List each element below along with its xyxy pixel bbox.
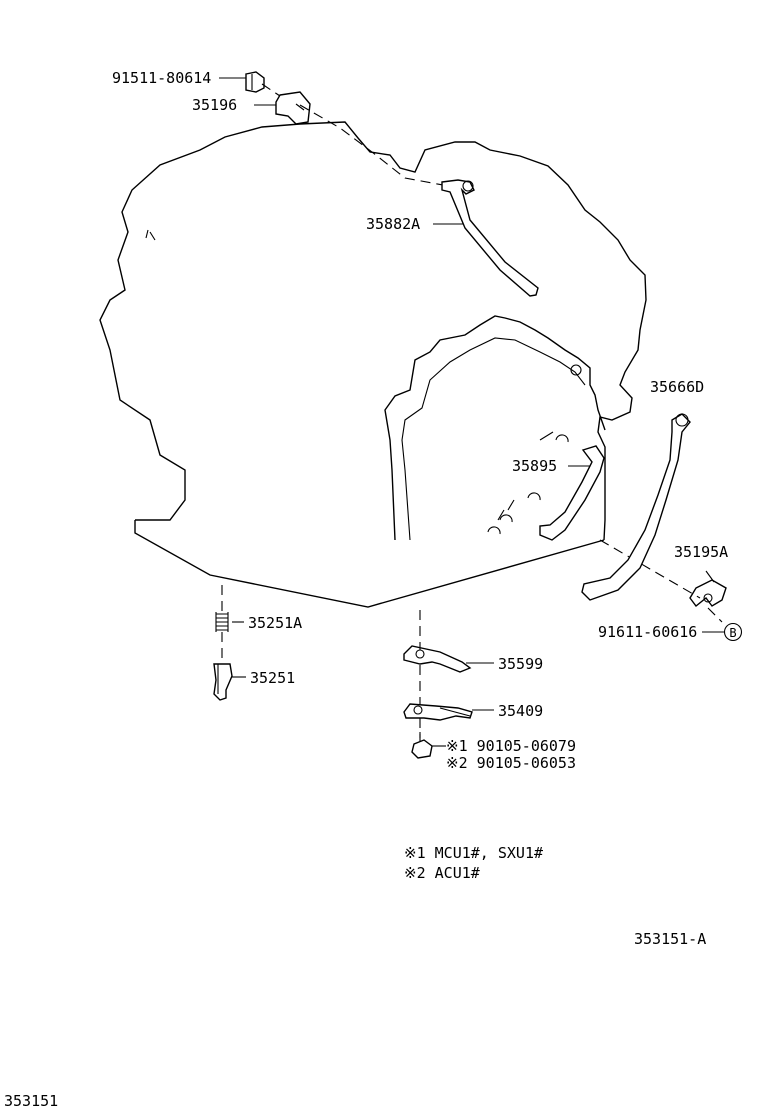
bracket-35196 — [275, 91, 311, 125]
callout-35251: 35251 — [250, 669, 295, 687]
pipe-35895 — [539, 445, 605, 541]
callout-91511-80614: 91511-80614 — [112, 69, 211, 87]
callout-35599: 35599 — [498, 655, 543, 673]
bolt-90105 — [411, 732, 433, 759]
transmission-case-outline — [99, 121, 647, 608]
callout-35882A: 35882A — [366, 215, 420, 233]
callout-35409: 35409 — [498, 702, 543, 720]
callout-35251A: 35251A — [248, 614, 302, 632]
note-2: ※2 ACU1# — [404, 864, 480, 882]
valve-35251 — [213, 663, 233, 701]
callout-91611-60616: 91611-60616 — [598, 623, 697, 641]
callout-bolt-1: ※1 90105-06079 — [446, 737, 576, 755]
circle-b-marker — [723, 622, 743, 642]
plate-35599 — [403, 645, 472, 673]
label-leaders — [219, 77, 724, 747]
callout-35666D: 35666D — [650, 378, 704, 396]
note-1: ※1 MCU1#, SXU1# — [404, 844, 543, 862]
pipe-35666D — [581, 413, 691, 601]
plate-35409 — [403, 703, 473, 721]
pipe-35882A — [441, 179, 539, 297]
callout-35895: 35895 — [512, 457, 557, 475]
figure-code: 353151-A — [634, 930, 706, 948]
spring-35251A — [215, 612, 229, 632]
callout-35195A: 35195A — [674, 543, 728, 561]
clamp-35195A — [689, 579, 727, 607]
bolt-91511-80614 — [245, 71, 265, 93]
callout-35196: 35196 — [192, 96, 237, 114]
page-code: 353151 — [4, 1092, 58, 1110]
callout-bolt-2: ※2 90105-06053 — [446, 754, 576, 772]
circle-b-label: B — [729, 626, 736, 640]
